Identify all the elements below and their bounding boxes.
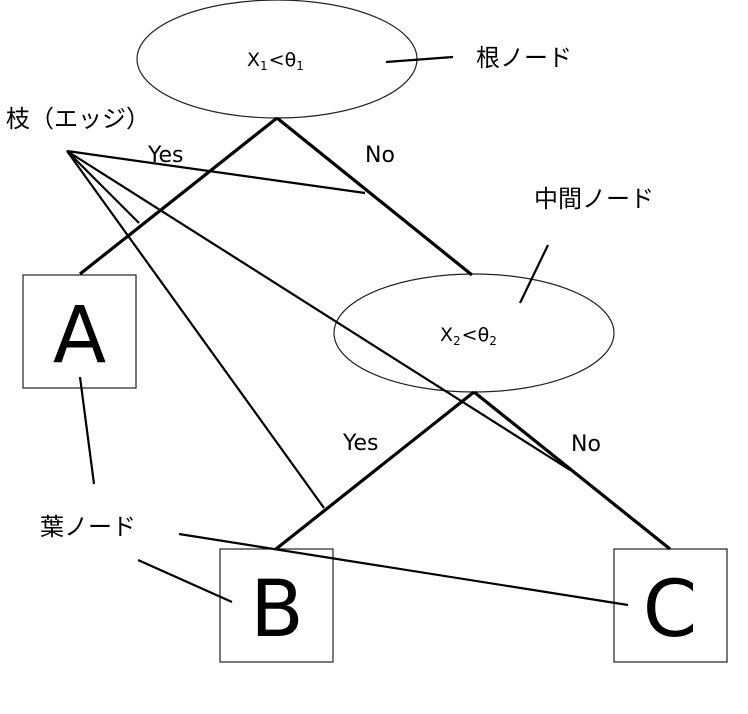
callout-edge-internal-no xyxy=(66,150,571,471)
internal-node: X2<θ2 xyxy=(333,273,615,393)
edge-label-root-no: No xyxy=(365,143,395,168)
edge-root-no xyxy=(275,116,474,277)
leaf-callout-lines xyxy=(78,376,629,607)
callout-leaf-a xyxy=(78,376,96,485)
internal-node-condition: X2<θ2 xyxy=(440,324,497,348)
edge-label-internal-no: No xyxy=(571,432,601,457)
callout-leaf-c xyxy=(178,532,629,607)
callout-edge-root-yes xyxy=(66,150,140,224)
root-node: X1<θ1 xyxy=(136,0,418,119)
edge-label-internal-yes: Yes xyxy=(342,431,379,456)
edge-internal-no xyxy=(472,390,672,551)
edge-callout-lines xyxy=(66,149,571,509)
leaf-node-b: B xyxy=(219,548,334,663)
leaf-node-a: A xyxy=(22,274,137,389)
annotation-edge: 枝（エッジ） xyxy=(6,105,150,133)
annotation-leaf-node: 葉ノード xyxy=(40,513,136,541)
edge-root-yes xyxy=(79,116,278,276)
annotation-internal-node: 中間ノード xyxy=(534,185,654,213)
leaf-b-label: B xyxy=(250,565,304,655)
annotation-root-node: 根ノード xyxy=(476,44,572,72)
leaf-a-box xyxy=(22,274,137,389)
callout-edge-root-no xyxy=(66,149,366,195)
callout-root-node xyxy=(385,55,454,64)
leaf-c-label: C xyxy=(643,565,697,655)
callout-edge-internal-yes xyxy=(66,150,325,509)
callout-leaf-b xyxy=(137,558,233,604)
leaf-node-c: C xyxy=(613,548,728,663)
leaf-c-box xyxy=(613,548,728,663)
edge-internal-yes xyxy=(275,390,475,551)
root-node-condition: X1<θ1 xyxy=(247,49,304,73)
leaf-a-label: A xyxy=(53,291,106,381)
callout-internal-node xyxy=(519,244,549,304)
